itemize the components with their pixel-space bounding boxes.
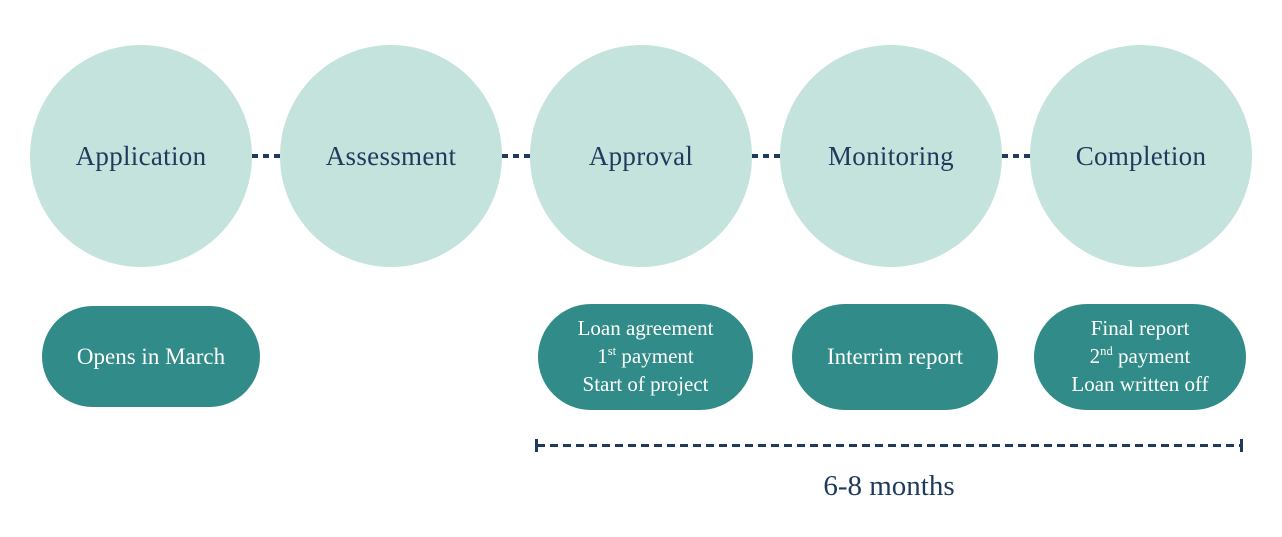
dashed-connector (252, 154, 280, 158)
note-line: 2nd payment (1089, 344, 1191, 369)
stage-circle-completion: Completion (1030, 45, 1252, 267)
stage-label-application: Application (75, 140, 207, 171)
note-pill-application: Opens in March (42, 306, 260, 407)
note-line: Final report (1090, 316, 1190, 341)
stage-label-approval: Approval (588, 140, 694, 171)
stage-label-monitoring: Monitoring (827, 140, 954, 171)
duration-timeline (535, 439, 1243, 452)
ordinal-suffix: st (607, 344, 617, 359)
note-text: Opens in March (76, 343, 226, 369)
stage-circle-approval: Approval (530, 45, 752, 267)
note-pill-completion: Final report 2nd payment Loan written of… (1034, 304, 1246, 410)
duration-label: 6-8 months (823, 470, 955, 502)
stage-label-assessment: Assessment (325, 140, 457, 171)
stages-row: Application Assessment Approval Monitori… (30, 45, 1252, 267)
ordinal-suffix: nd (1100, 344, 1113, 359)
stage-label-completion: Completion (1075, 140, 1207, 171)
dashed-connector (1002, 154, 1030, 158)
dashed-connector (752, 154, 780, 158)
note-line: 1st payment (597, 344, 694, 369)
dashed-timeline-line (537, 444, 1241, 447)
note-pill-monitoring: Interrim report (792, 304, 998, 410)
stage-circle-monitoring: Monitoring (780, 45, 1002, 267)
note-line: Loan agreement (577, 316, 714, 341)
note-line: Start of project (582, 371, 709, 396)
note-pill-approval: Loan agreement 1st payment Start of proj… (538, 304, 753, 410)
note-line: Loan written off (1071, 371, 1209, 396)
stage-circle-assessment: Assessment (280, 45, 502, 267)
dashed-connector (502, 154, 530, 158)
stage-circle-application: Application (30, 45, 252, 267)
note-text: Interrim report (826, 344, 964, 369)
